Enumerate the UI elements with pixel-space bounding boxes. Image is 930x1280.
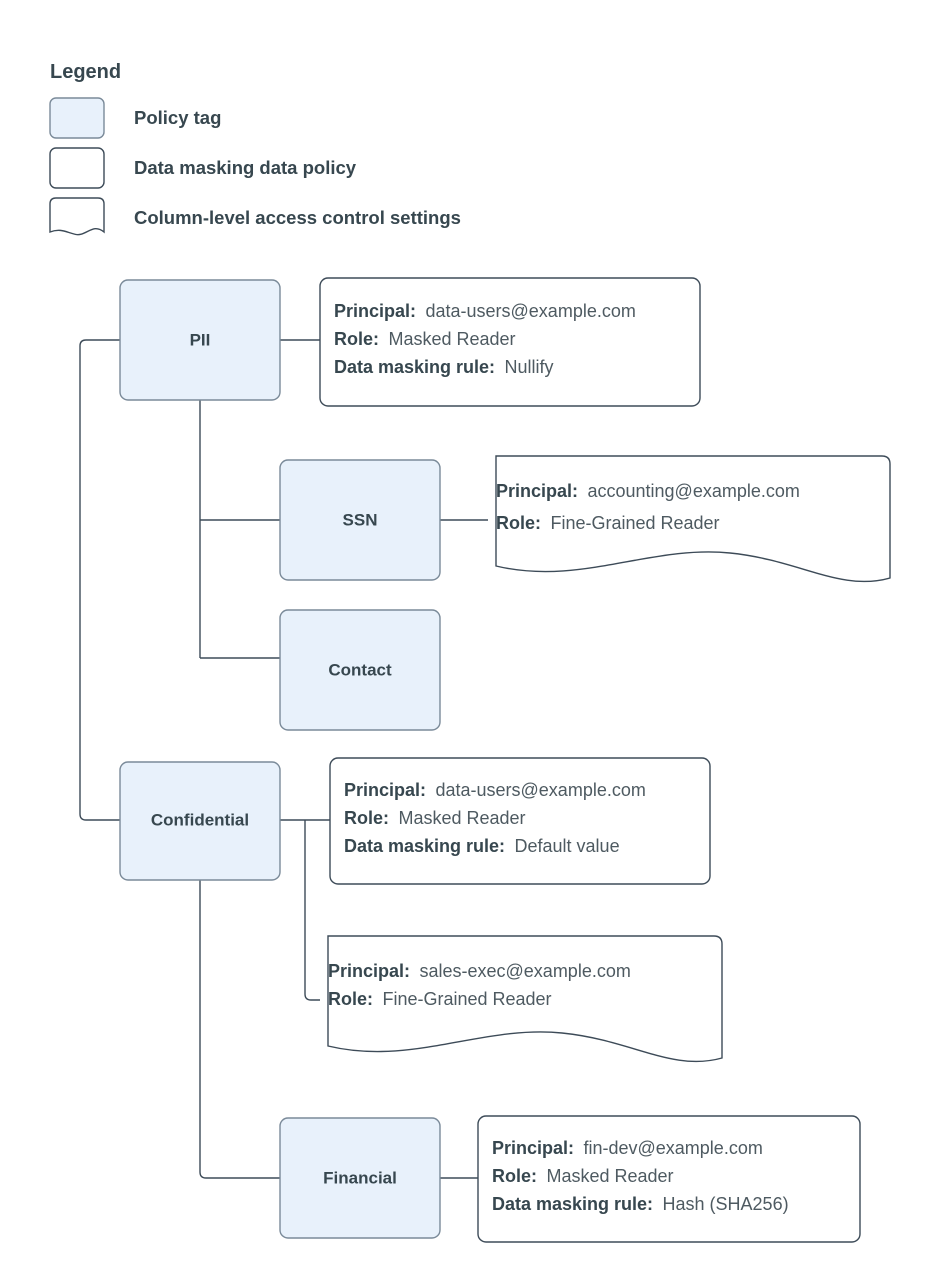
policy-financial-role-value: Masked Reader [546,1166,673,1186]
policy-pii-principal-line: Principal: data-users@example.com [334,301,636,321]
policy-pii-principal-value: data-users@example.com [425,301,635,321]
column-access-settings-swatch [49,197,105,236]
policy-conf-fg-principal-key: Principal: [328,961,410,981]
policy-financial-principal-key: Principal: [492,1138,574,1158]
policy-financial-principal-line: Principal: fin-dev@example.com [492,1138,763,1158]
node-confidential[interactable]: Confidential [119,761,281,881]
legend-title: Legend [50,61,121,83]
policy-box-ssn-frame [495,455,891,583]
policy-pii-masking-line: Data masking rule: Nullify [334,357,554,377]
policy-conf-fg-principal-line: Principal: sales-exec@example.com [328,961,631,981]
node-confidential-box[interactable] [119,761,281,881]
policy-conf-masked-principal-key: Principal: [344,780,426,800]
policy-conf-masked-masking-line: Data masking rule: Default value [344,836,620,856]
node-contact-label: Contact [328,660,392,679]
legend-item-data-masking-policy: Data masking data policy [49,147,357,189]
policy-ssn-principal-line: Principal: accounting@example.com [496,481,800,501]
node-contact-box[interactable] [279,609,441,731]
policy-box-confidential-masked-frame [329,757,711,885]
data-masking-policy-swatch [49,147,105,189]
node-financial-label: Financial [323,1168,397,1187]
node-ssn-label: SSN [343,510,378,529]
node-ssn[interactable]: SSN [279,459,441,581]
policy-pii-role-key: Role: [334,329,379,349]
policy-financial-role-line: Role: Masked Reader [492,1166,674,1186]
node-pii[interactable]: PII [119,279,281,401]
policy-conf-fg-role-value: Fine-Grained Reader [382,989,551,1009]
policy-box-confidential-finegrained: Principal: sales-exec@example.com Role: … [327,935,723,1063]
policy-box-financial: Principal: fin-dev@example.com Role: Mas… [477,1115,861,1243]
policy-financial-masking-line: Data masking rule: Hash (SHA256) [492,1194,789,1214]
policy-ssn-role-key: Role: [496,513,541,533]
legend-item-column-access-settings: Column-level access control settings [49,197,461,236]
node-pii-label: PII [190,330,211,349]
connector-confidential-to-finegrained-policy [304,820,320,1001]
policy-pii-role-value: Masked Reader [388,329,515,349]
policy-conf-masked-role-key: Role: [344,808,389,828]
connector-pii-to-confidential [79,339,120,821]
policy-ssn-role-line: Role: Fine-Grained Reader [496,513,720,533]
policy-box-confidential-masked: Principal: data-users@example.com Role: … [329,757,711,885]
connectors [79,339,488,1179]
policy-tag-swatch [49,97,105,139]
policy-conf-masked-principal-line: Principal: data-users@example.com [344,780,646,800]
node-pii-box[interactable] [119,279,281,401]
policy-conf-fg-principal-value: sales-exec@example.com [419,961,630,981]
legend-label-data-masking-policy: Data masking data policy [134,157,357,178]
policy-financial-role-key: Role: [492,1166,537,1186]
policy-box-confidential-finegrained-frame [327,935,723,1063]
policy-pii-principal-key: Principal: [334,301,416,321]
policy-box-ssn: Principal: accounting@example.com Role: … [495,455,891,583]
legend-label-policy-tag: Policy tag [134,107,221,128]
policy-conf-masked-principal-value: data-users@example.com [435,780,645,800]
node-contact[interactable]: Contact [279,609,441,731]
policy-financial-principal-value: fin-dev@example.com [583,1138,762,1158]
policy-conf-masked-role-line: Role: Masked Reader [344,808,526,828]
policy-ssn-principal-key: Principal: [496,481,578,501]
legend-label-column-access-settings: Column-level access control settings [134,207,461,228]
policy-box-financial-frame [477,1115,861,1243]
policy-box-pii: Principal: data-users@example.com Role: … [319,277,701,407]
policy-financial-masking-value: Hash (SHA256) [663,1194,789,1214]
policy-ssn-role-value: Fine-Grained Reader [550,513,719,533]
legend: Legend Policy tag Data masking data poli… [49,61,461,236]
policy-conf-fg-role-line: Role: Fine-Grained Reader [328,989,552,1009]
policy-pii-masking-key: Data masking rule: [334,357,495,377]
legend-item-policy-tag: Policy tag [49,97,221,139]
connector-confidential-to-financial [199,880,280,1179]
node-ssn-box[interactable] [279,459,441,581]
node-financial-box[interactable] [279,1117,441,1239]
policy-ssn-principal-value: accounting@example.com [587,481,799,501]
policy-pii-role-line: Role: Masked Reader [334,329,516,349]
node-confidential-label: Confidential [151,810,249,829]
node-financial[interactable]: Financial [279,1117,441,1239]
policy-pii-masking-value: Nullify [505,357,554,377]
policy-conf-masked-masking-value: Default value [515,836,620,856]
policy-conf-masked-masking-key: Data masking rule: [344,836,505,856]
policy-conf-masked-role-value: Masked Reader [398,808,525,828]
policy-box-pii-frame [319,277,701,407]
policy-financial-masking-key: Data masking rule: [492,1194,653,1214]
policy-conf-fg-role-key: Role: [328,989,373,1009]
